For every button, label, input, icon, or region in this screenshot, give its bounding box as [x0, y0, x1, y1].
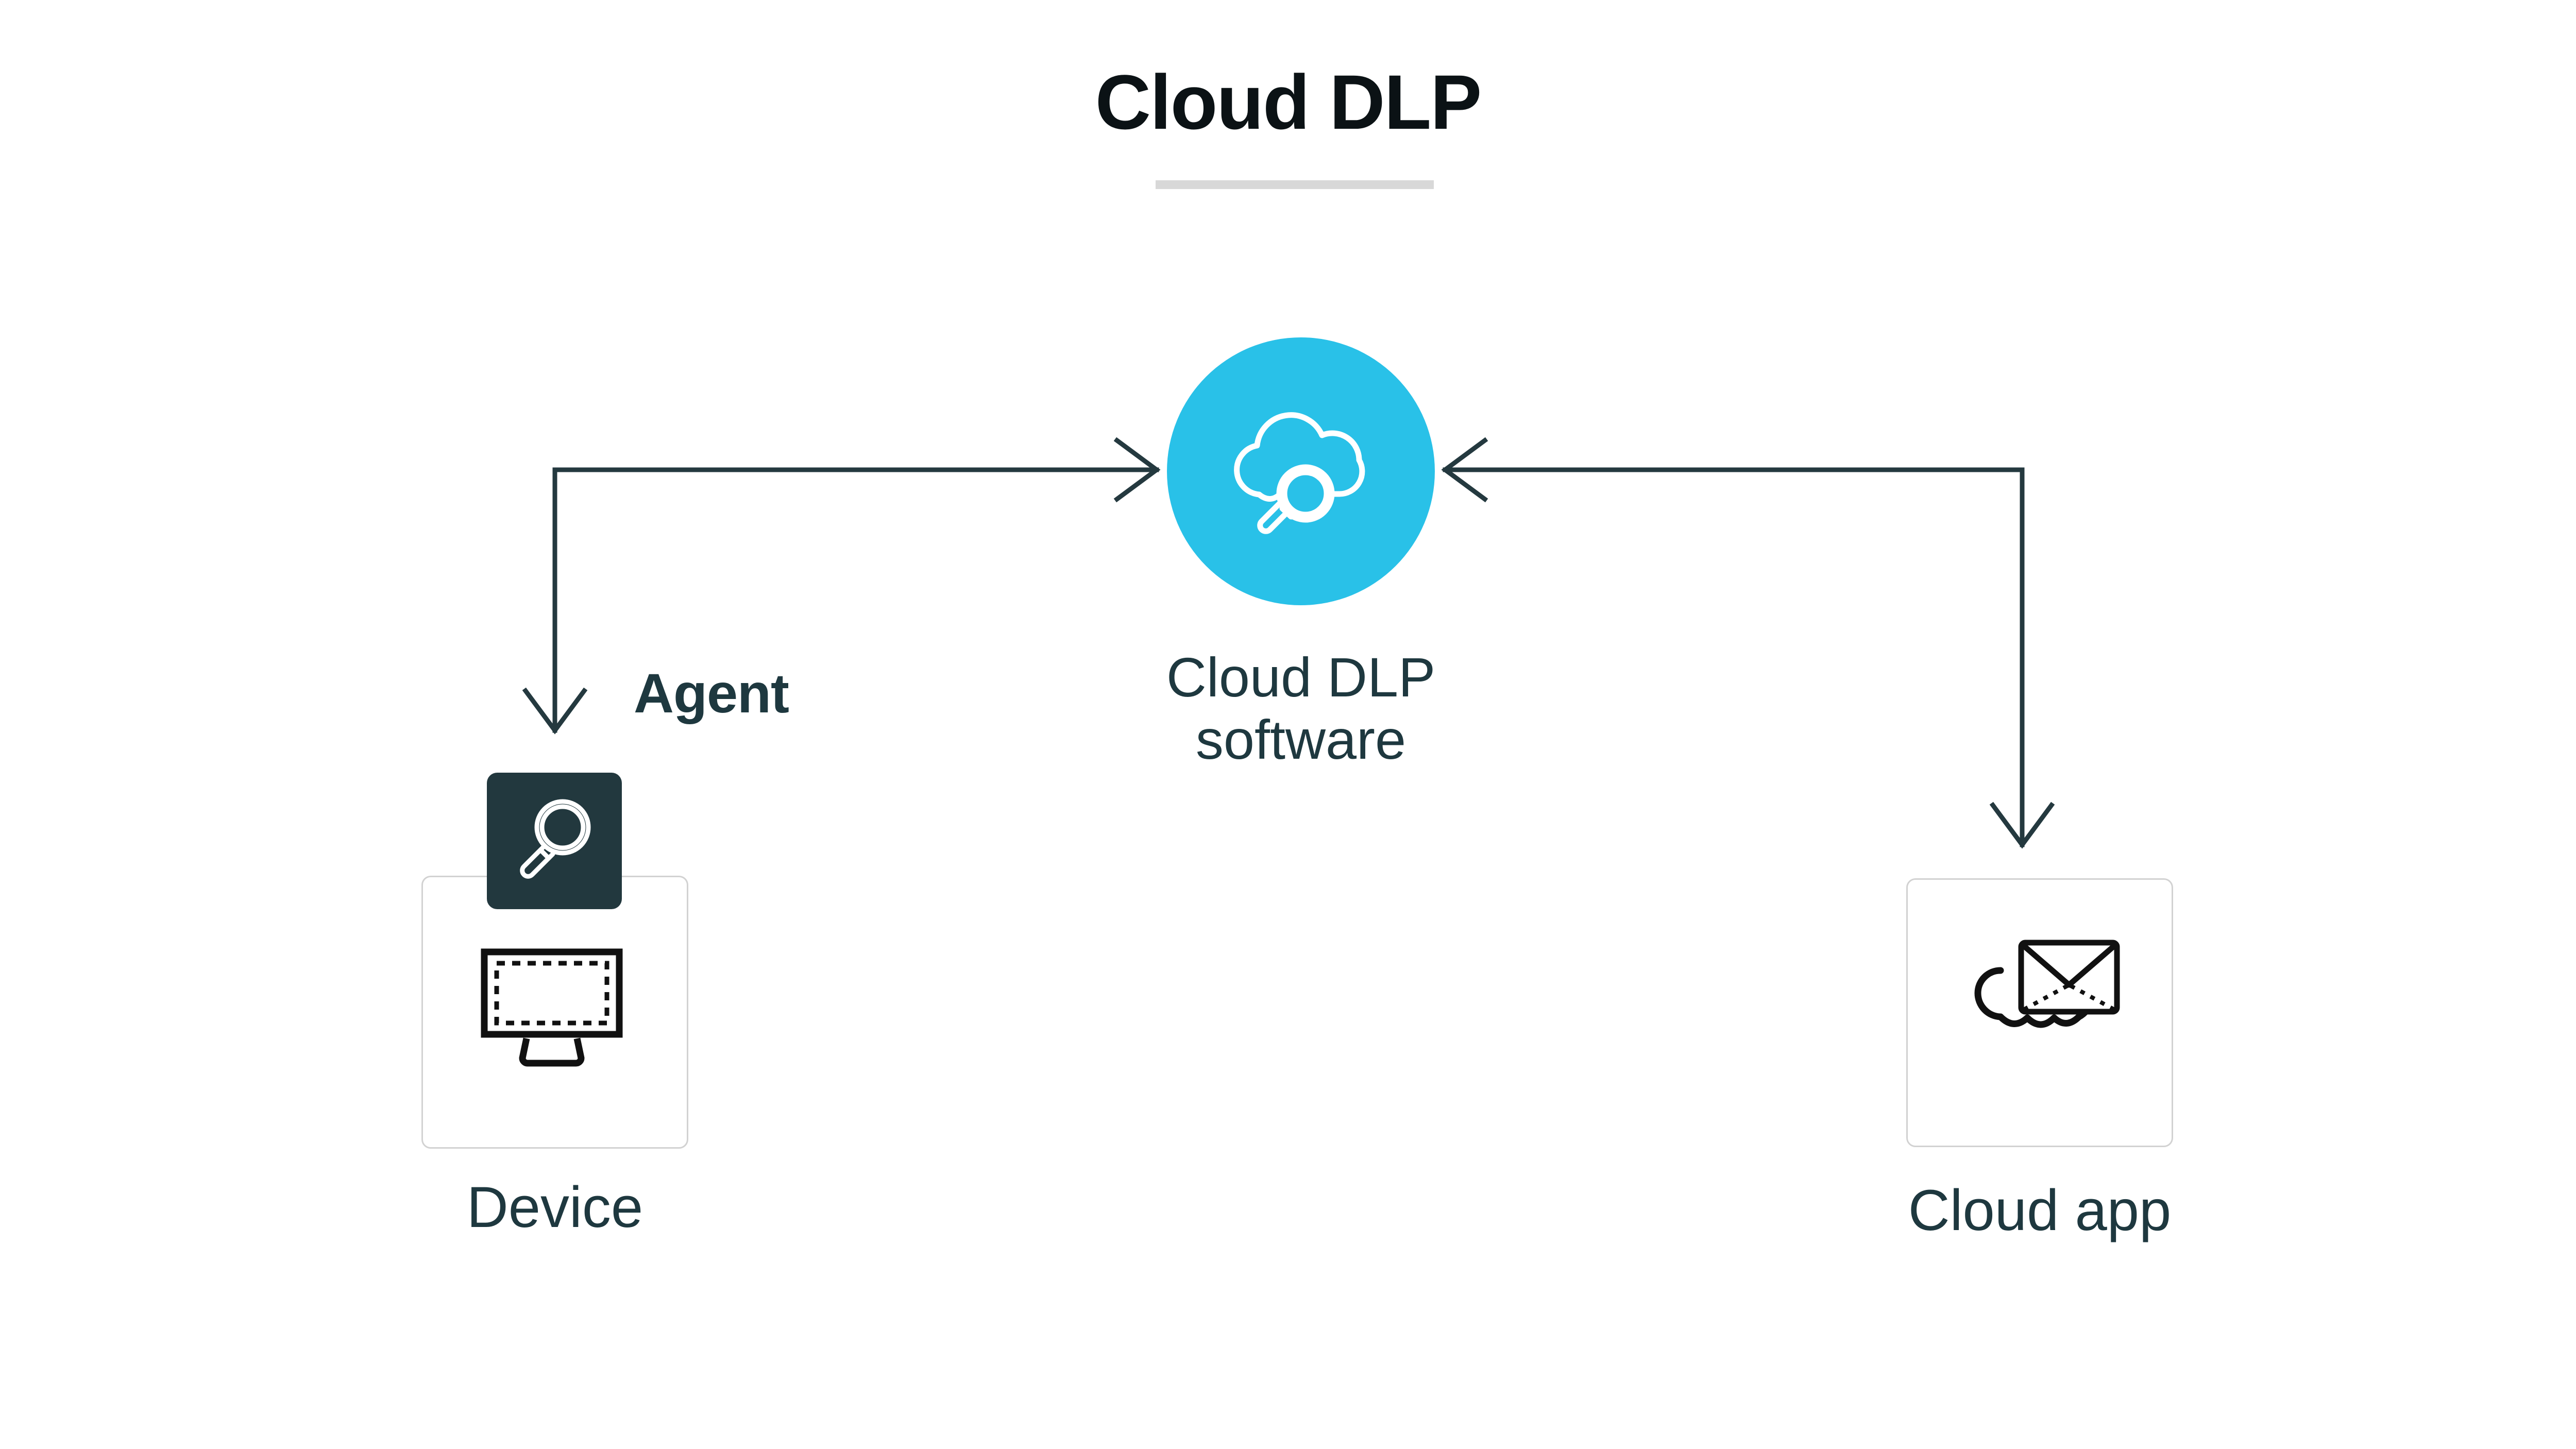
arrowhead-into-hub-right — [1441, 437, 1488, 503]
arrowhead-into-device — [522, 687, 588, 735]
arrowhead-into-hub-left — [1113, 437, 1161, 503]
cloud-app-label: Cloud app — [1908, 1178, 2172, 1242]
hub-label-line1: Cloud DLP — [1166, 646, 1436, 708]
monitor-icon — [480, 948, 631, 1079]
agent-badge[interactable] — [487, 773, 622, 909]
arrowhead-into-cloudapp — [1989, 802, 2055, 849]
hub-label: Cloud DLP software — [1043, 646, 1558, 771]
title-underline-rule — [1156, 180, 1434, 189]
agent-label: Agent — [634, 662, 789, 724]
page-title: Cloud DLP — [1095, 59, 1482, 145]
connector-path-cloudapp-hub — [1443, 467, 2025, 847]
hub-label-line2: software — [1195, 708, 1406, 771]
connector-path-device-hub — [552, 467, 1159, 733]
cloud-envelope-icon — [1955, 937, 2125, 1089]
magnifier-icon — [520, 799, 591, 879]
cloud-magnifier-icon — [1227, 407, 1377, 536]
device-label: Device — [466, 1175, 643, 1239]
